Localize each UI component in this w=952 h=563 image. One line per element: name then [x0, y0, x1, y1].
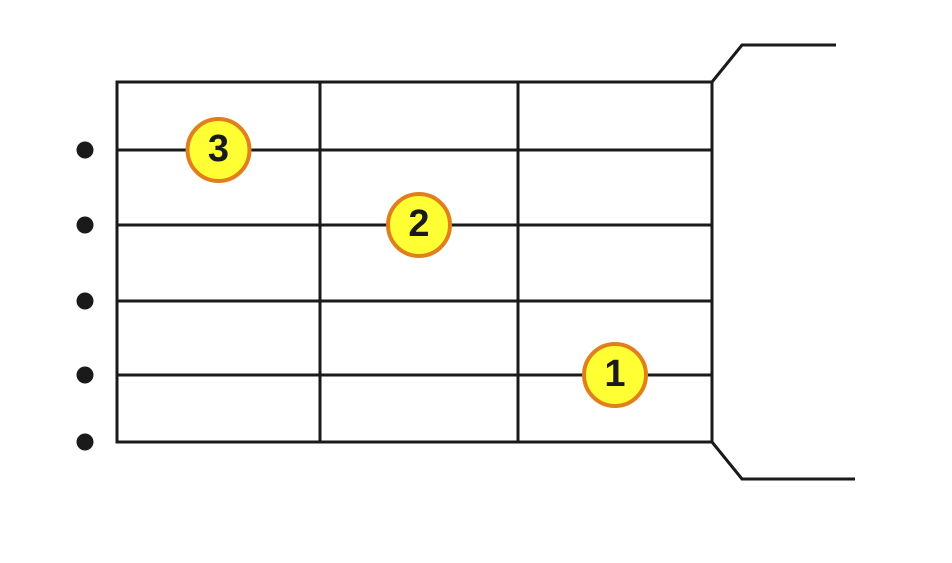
headstock-top-edge — [710, 43, 836, 83]
open-string-markers — [76, 141, 94, 451]
finger-marker: 2 — [386, 192, 452, 258]
finger-marker: 3 — [185, 117, 252, 183]
finger-markers: 3 2 1 — [185, 117, 648, 408]
headstock-bottom-edge — [710, 441, 855, 481]
open-string-dot — [76, 366, 94, 384]
string-lines — [117, 148, 712, 377]
fret-lines — [318, 82, 520, 442]
fretboard-frame — [115, 80, 714, 444]
open-string-dot — [76, 141, 94, 159]
finger-circle — [386, 192, 452, 258]
open-string-dot — [76, 292, 94, 310]
finger-circle — [185, 117, 252, 183]
finger-number: 1 — [604, 353, 625, 395]
open-string-dot — [76, 216, 94, 234]
finger-marker: 1 — [582, 342, 648, 408]
finger-number: 2 — [408, 203, 429, 245]
open-string-dot — [76, 433, 94, 451]
finger-circle — [582, 342, 648, 408]
finger-number: 3 — [208, 128, 229, 170]
